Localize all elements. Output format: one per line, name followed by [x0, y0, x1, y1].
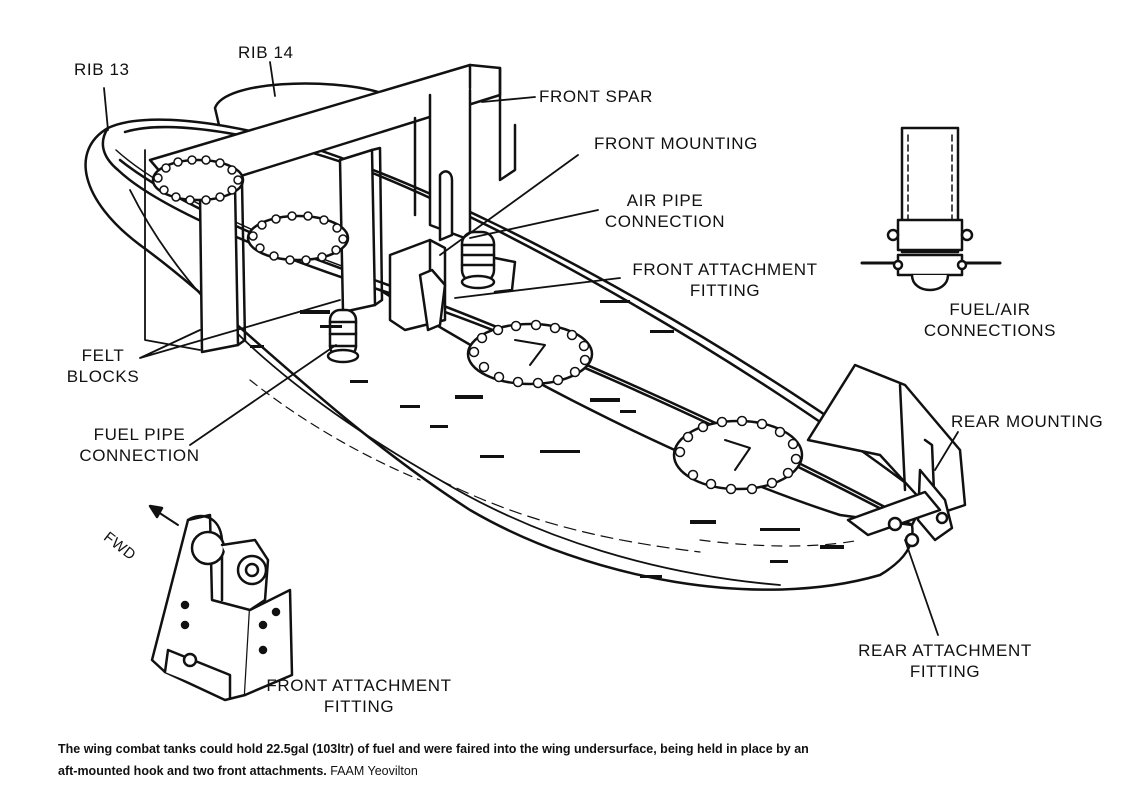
label-rear-attachment-line1: REAR ATTACHMENT [858, 641, 1032, 660]
leader-lines [104, 62, 958, 635]
label-fuel-pipe-line2: CONNECTION [79, 446, 200, 465]
label-rear-attachment-line2: FITTING [909, 662, 981, 681]
inspection-cover-3 [468, 321, 592, 388]
label-fuel-pipe-connection: FUEL PIPE CONNECTION [72, 424, 207, 466]
inspection-cover-4 [674, 417, 802, 494]
label-front-attachment-detail-line1: FRONT ATTACHMENT [266, 676, 452, 695]
label-air-pipe-line1: AIR PIPE [626, 191, 704, 210]
label-front-mounting: FRONT MOUNTING [594, 134, 758, 153]
label-front-spar: FRONT SPAR [539, 87, 653, 106]
label-front-attachment-line2: FITTING [689, 281, 761, 300]
rear-mounting-assembly [808, 365, 965, 546]
fuel-air-connections-detail [862, 128, 1000, 290]
front-attachment-fitting-detail [152, 515, 292, 700]
label-front-attachment-detail-line2: FITTING [323, 697, 395, 716]
label-air-pipe-connection: AIR PIPE CONNECTION [600, 190, 730, 232]
fuel-pipe-connection [328, 310, 358, 362]
label-front-attachment-fitting-detail: FRONT ATTACHMENT FITTING [254, 675, 464, 717]
label-rib-14: RIB 14 [238, 43, 294, 62]
label-fuel-air-line1: FUEL/AIR [949, 300, 1031, 319]
front-mounting-assembly [390, 171, 515, 330]
caption-line1: The wing combat tanks could hold 22.5gal… [58, 742, 809, 756]
label-rib-13: RIB 13 [74, 60, 130, 79]
caption-line2-text: aft-mounted hook and two front attachmen… [58, 764, 327, 778]
label-rear-mounting: REAR MOUNTING [951, 412, 1104, 431]
caption-credit: FAAM Yeovilton [330, 764, 418, 778]
label-fuel-air-line2: CONNECTIONS [923, 321, 1057, 340]
label-front-attachment-line1: FRONT ATTACHMENT [632, 260, 818, 279]
label-front-attachment-fitting: FRONT ATTACHMENT FITTING [620, 259, 830, 301]
caption-line2: aft-mounted hook and two front attachmen… [58, 760, 1058, 782]
label-fuel-pipe-line1: FUEL PIPE [93, 425, 186, 444]
label-fuel-air-connections: FUEL/AIR CONNECTIONS [915, 299, 1065, 341]
label-rear-attachment-fitting: REAR ATTACHMENT FITTING [846, 640, 1044, 682]
label-felt-line1: FELT [81, 346, 125, 365]
figure-caption: The wing combat tanks could hold 22.5gal… [58, 738, 1058, 782]
shading-speckles [250, 300, 844, 578]
label-air-pipe-line2: CONNECTION [604, 212, 726, 231]
inspection-cover-1 [153, 156, 243, 204]
felt-block-left [200, 185, 238, 352]
inspection-cover-2 [248, 212, 348, 264]
label-felt-blocks: FELT BLOCKS [58, 345, 148, 387]
label-felt-line2: BLOCKS [66, 367, 140, 386]
